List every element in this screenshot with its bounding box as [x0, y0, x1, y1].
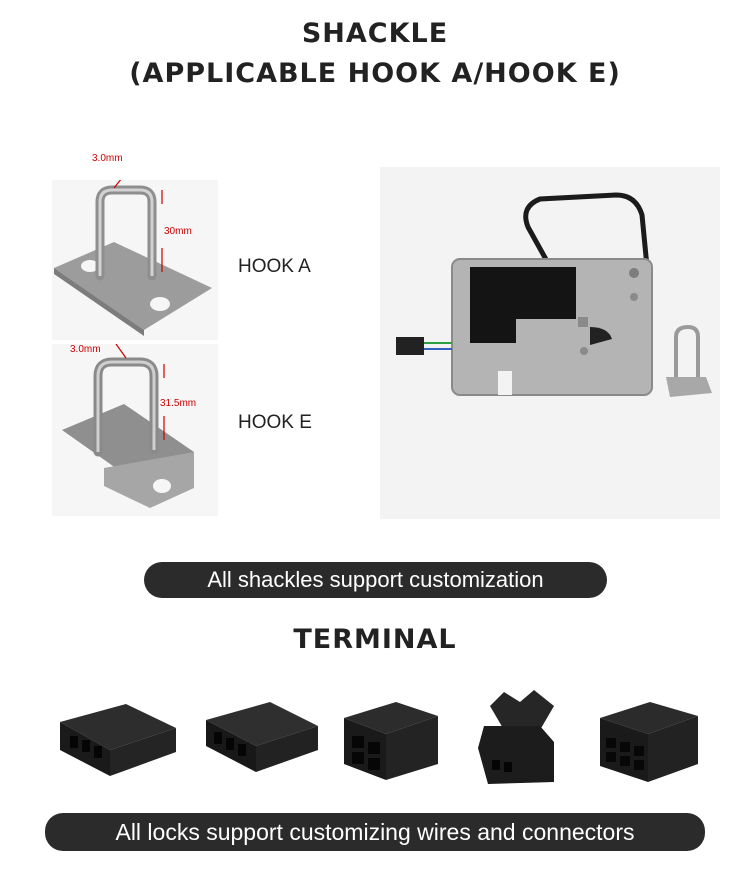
hook-e-label: HOOK E: [238, 412, 312, 433]
shackle-customization-note: All shackles support customization: [144, 562, 607, 598]
shackle-subheading: (APPLICABLE HOOK A/HOOK E): [129, 58, 621, 89]
terminal-heading: TERMINAL: [293, 624, 457, 655]
connector-1-image: [56, 700, 180, 784]
hook-a-label: HOOK A: [238, 256, 311, 277]
connector-4-image: [474, 686, 564, 794]
connector-2-image: [200, 700, 324, 784]
hook-a-photo: [52, 177, 218, 340]
terminal-customization-note: All locks support customizing wires and …: [45, 813, 705, 851]
hook-a-illustration: [54, 177, 212, 336]
electronic-lock-illustration: [396, 192, 712, 397]
connector-3-image: [338, 694, 442, 788]
hook-e-illustration: [62, 343, 194, 508]
hook-a-height: 30mm: [164, 226, 192, 237]
hook-e-thickness: 3.0mm: [70, 344, 101, 355]
lock-photo: [380, 167, 720, 519]
connector-5-image: [594, 698, 704, 790]
hook-e-photo: [52, 343, 218, 516]
shackle-heading: SHACKLE: [301, 18, 449, 49]
hook-a-thickness: 3.0mm: [92, 153, 123, 164]
hook-e-height: 31.5mm: [160, 398, 197, 409]
